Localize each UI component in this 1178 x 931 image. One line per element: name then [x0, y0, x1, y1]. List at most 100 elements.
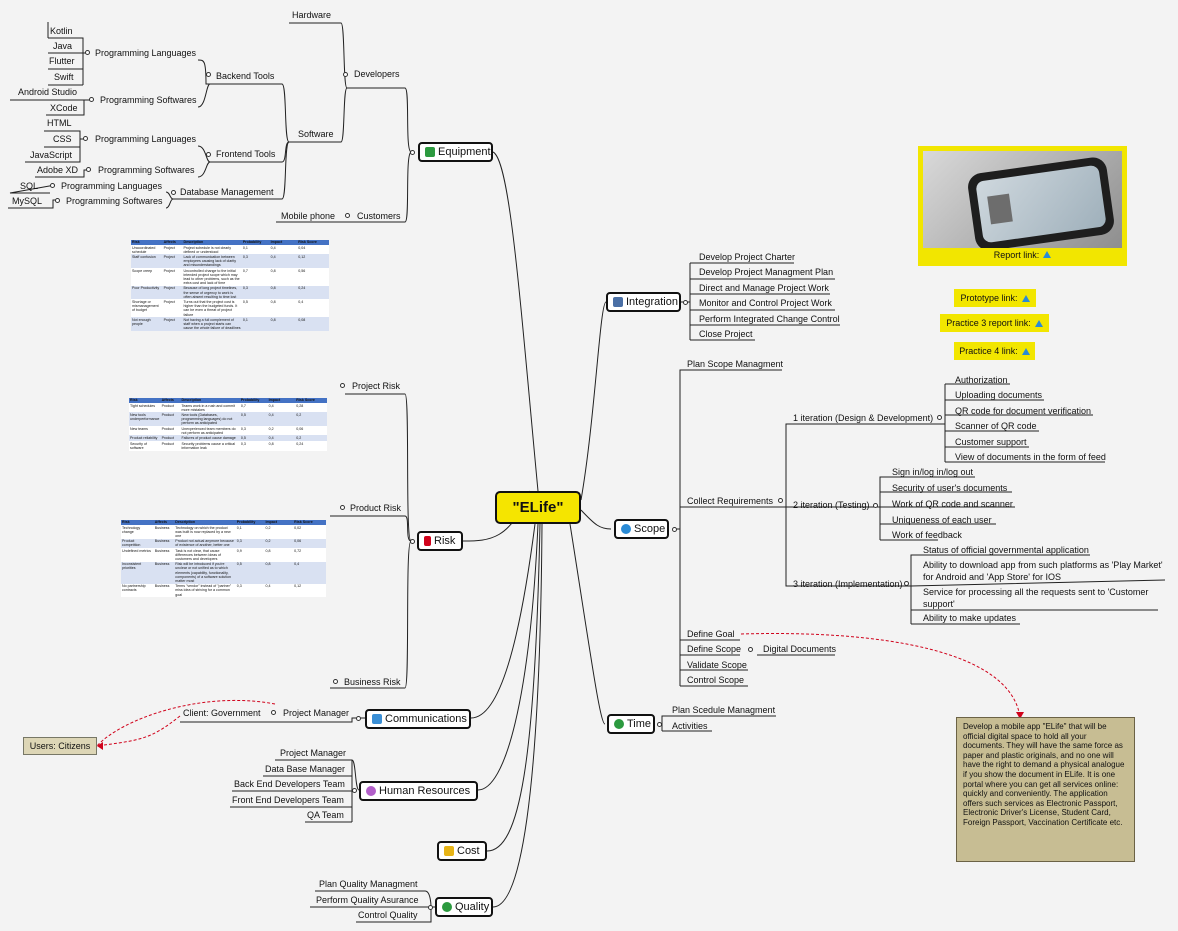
- collapse-dot[interactable]: [340, 383, 345, 388]
- iteration3-item[interactable]: Ability to download app from such platfo…: [923, 560, 1163, 582]
- node-digital-documents[interactable]: Digital Documents: [763, 644, 837, 654]
- node-software[interactable]: Software: [298, 129, 334, 139]
- node-plan-scope[interactable]: Plan Scope Managment: [687, 359, 784, 369]
- topic-scope[interactable]: Scope: [614, 519, 669, 539]
- prototype-link[interactable]: Prototype link:: [954, 289, 1036, 307]
- integration-item[interactable]: Close Project: [699, 329, 753, 339]
- collapse-dot[interactable]: [657, 722, 662, 727]
- collapse-dot[interactable]: [356, 716, 361, 721]
- iteration1-item[interactable]: Scanner of QR code: [955, 421, 1037, 431]
- goal-note[interactable]: Develop a mobile app "ELife" that will b…: [956, 717, 1135, 862]
- leaf-flutter[interactable]: Flutter: [49, 56, 75, 66]
- node-frontend-softwares[interactable]: Programming Softwares: [98, 165, 195, 175]
- node-database-management[interactable]: Database Management: [180, 187, 274, 197]
- node-frontend-tools[interactable]: Frontend Tools: [216, 149, 276, 159]
- collapse-dot[interactable]: [50, 183, 55, 188]
- iteration3-item[interactable]: Status of official governmental applicat…: [923, 545, 1089, 555]
- node-mobile-phone[interactable]: Mobile phone: [281, 211, 336, 221]
- topic-quality[interactable]: Quality: [435, 897, 493, 917]
- collapse-dot[interactable]: [271, 710, 276, 715]
- collapse-dot[interactable]: [206, 72, 211, 77]
- iteration1-item[interactable]: Authorization: [955, 375, 1008, 385]
- collapse-dot[interactable]: [340, 505, 345, 510]
- node-frontend-languages[interactable]: Programming Languages: [95, 134, 197, 144]
- node-control-scope[interactable]: Control Scope: [687, 675, 745, 685]
- collapse-dot[interactable]: [904, 581, 909, 586]
- collapse-dot[interactable]: [778, 498, 783, 503]
- practice4-link[interactable]: Practice 4 link:: [954, 342, 1035, 360]
- iteration1-item[interactable]: View of documents in the form of feed: [955, 452, 1106, 462]
- leaf-kotlin[interactable]: Kotlin: [50, 26, 73, 36]
- iteration1-item[interactable]: QR code for document verification: [955, 406, 1092, 416]
- leaf-css[interactable]: CSS: [53, 134, 72, 144]
- node-iteration-1[interactable]: 1 iteration (Design & Development): [793, 413, 934, 423]
- node-iteration-3[interactable]: 3 iteration (Implementation): [793, 579, 903, 589]
- time-item[interactable]: Activities: [672, 721, 708, 731]
- hr-item[interactable]: Back End Developers Team: [234, 779, 345, 789]
- collapse-dot[interactable]: [672, 527, 677, 532]
- node-iteration-2[interactable]: 2 iteration (Testing): [793, 500, 870, 510]
- collapse-dot[interactable]: [345, 213, 350, 218]
- topic-risk[interactable]: Risk: [417, 531, 463, 551]
- quality-item[interactable]: Control Quality: [358, 910, 418, 920]
- collapse-dot[interactable]: [86, 167, 91, 172]
- node-business-risk[interactable]: Business Risk: [344, 677, 401, 687]
- node-developers[interactable]: Developers: [354, 69, 400, 79]
- collapse-dot[interactable]: [873, 503, 878, 508]
- integration-item[interactable]: Develop Project Charter: [699, 252, 796, 262]
- node-hardware[interactable]: Hardware: [292, 10, 332, 20]
- collapse-dot[interactable]: [343, 72, 348, 77]
- iteration3-item[interactable]: Ability to make updates: [923, 613, 1017, 623]
- node-client[interactable]: Client: Government: [183, 708, 261, 718]
- node-db-languages[interactable]: Programming Languages: [61, 181, 163, 191]
- leaf-mysql[interactable]: MySQL: [12, 196, 43, 206]
- leaf-xcode[interactable]: XCode: [50, 103, 78, 113]
- node-collect-requirements[interactable]: Collect Requirements: [687, 496, 774, 506]
- central-topic[interactable]: "ELife": [495, 491, 581, 524]
- collapse-dot[interactable]: [89, 97, 94, 102]
- topic-time[interactable]: Time: [607, 714, 655, 734]
- collapse-dot[interactable]: [352, 788, 357, 793]
- topic-cost[interactable]: Cost: [437, 841, 487, 861]
- iteration2-item[interactable]: Uniqueness of each user: [892, 515, 992, 525]
- leaf-javascript[interactable]: JavaScript: [30, 150, 73, 160]
- collapse-dot[interactable]: [748, 647, 753, 652]
- hr-item[interactable]: QA Team: [307, 810, 344, 820]
- node-define-scope[interactable]: Define Scope: [687, 644, 742, 654]
- quality-item[interactable]: Plan Quality Managment: [319, 879, 418, 889]
- node-product-risk[interactable]: Product Risk: [350, 503, 402, 513]
- topic-equipment[interactable]: Equipment: [418, 142, 493, 162]
- collapse-dot[interactable]: [55, 198, 60, 203]
- leaf-adobe-xd[interactable]: Adobe XD: [37, 165, 79, 175]
- leaf-swift[interactable]: Swift: [54, 72, 74, 82]
- collapse-dot[interactable]: [206, 152, 211, 157]
- node-define-goal[interactable]: Define Goal: [687, 629, 735, 639]
- iteration2-item[interactable]: Work of feedback: [892, 530, 962, 540]
- iteration1-item[interactable]: Uploading documents: [955, 390, 1043, 400]
- topic-communications[interactable]: Communications: [365, 709, 471, 729]
- time-item[interactable]: Plan Scedule Managment: [672, 705, 776, 715]
- iteration3-item[interactable]: Service for processing all the requests …: [923, 587, 1149, 609]
- leaf-html[interactable]: HTML: [47, 118, 72, 128]
- node-validate-scope[interactable]: Validate Scope: [687, 660, 747, 670]
- node-comm-project-manager[interactable]: Project Manager: [283, 708, 350, 718]
- hr-item[interactable]: Project Manager: [280, 748, 347, 758]
- collapse-dot[interactable]: [410, 539, 415, 544]
- collapse-dot[interactable]: [683, 300, 688, 305]
- topic-human-resources[interactable]: Human Resources: [359, 781, 478, 801]
- collapse-dot[interactable]: [937, 415, 942, 420]
- node-db-softwares[interactable]: Programming Softwares: [66, 196, 163, 206]
- collapse-dot[interactable]: [171, 190, 176, 195]
- hr-item[interactable]: Data Base Manager: [265, 764, 346, 774]
- quality-item[interactable]: Perform Quality Asurance: [316, 895, 419, 905]
- leaf-sql[interactable]: SQL: [20, 181, 39, 191]
- collapse-dot[interactable]: [333, 679, 338, 684]
- iteration2-item[interactable]: Security of user's documents: [892, 483, 1008, 493]
- leaf-android-studio[interactable]: Android Studio: [18, 87, 78, 97]
- app-preview-card[interactable]: Report link:: [918, 146, 1127, 266]
- iteration1-item[interactable]: Customer support: [955, 437, 1027, 447]
- node-customers[interactable]: Customers: [357, 211, 401, 221]
- integration-item[interactable]: Monitor and Control Project Work: [699, 298, 832, 308]
- leaf-java[interactable]: Java: [53, 41, 73, 51]
- integration-item[interactable]: Direct and Manage Project Work: [699, 283, 829, 293]
